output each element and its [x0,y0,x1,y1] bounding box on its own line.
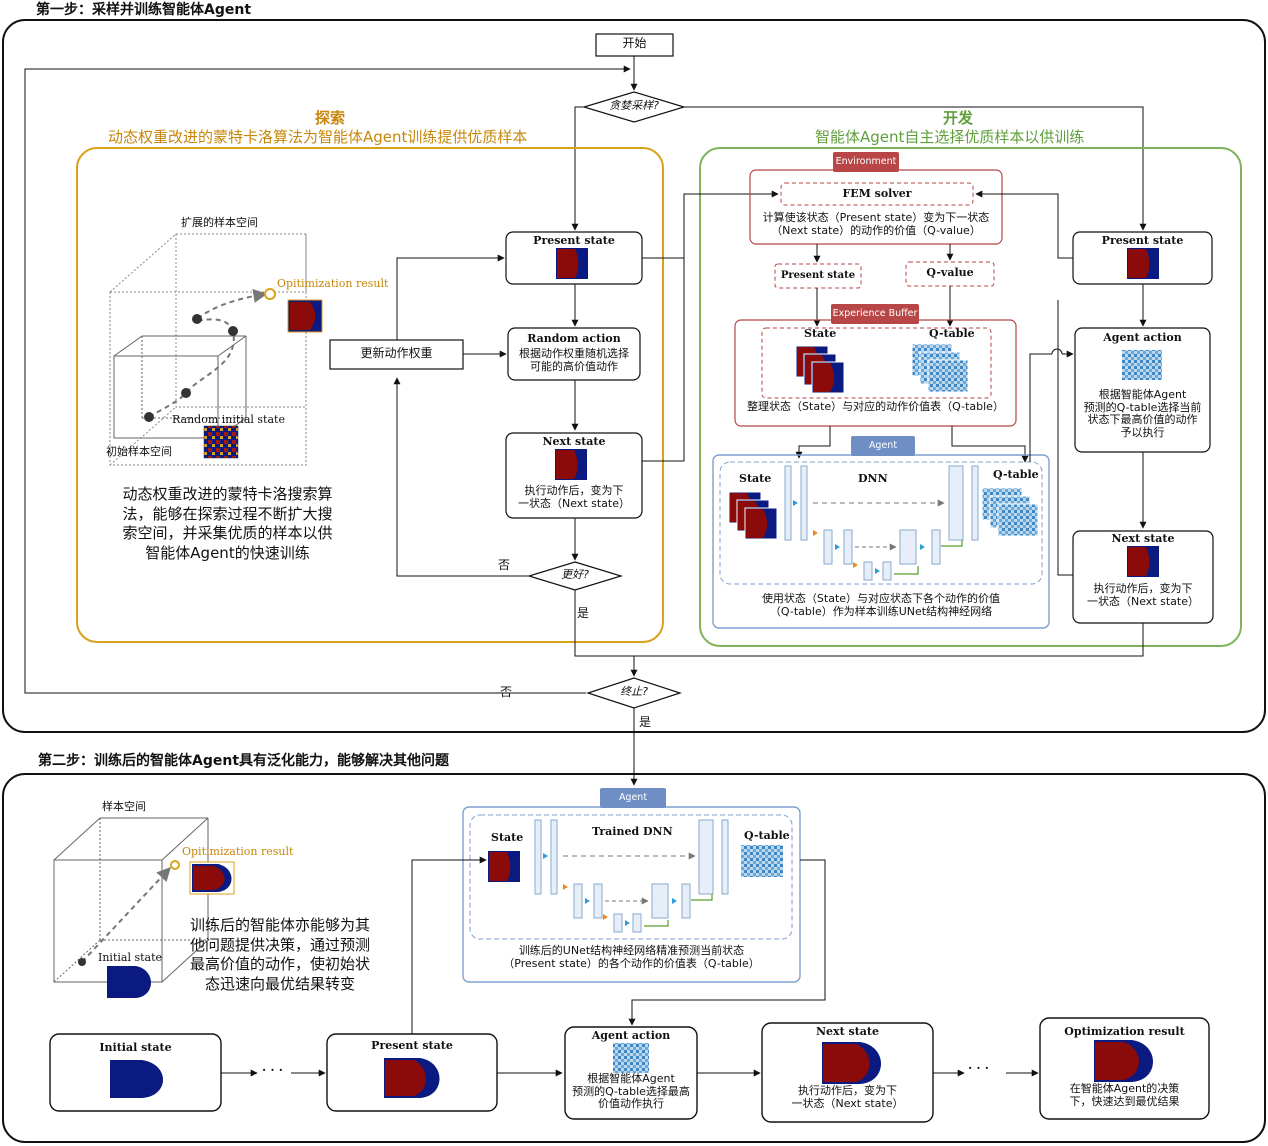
step2-frame [2,773,1266,1143]
initial-space-label: 初始样本空间 [106,445,172,458]
ellipsis-2: · · · [968,1061,989,1075]
step2-next-state-desc: 执行动作后，变为下 一状态（Next state） [791,1084,904,1110]
dnn-label: DNN [858,472,888,485]
buffer-q-table-label: Q-table [929,327,975,340]
path-point [144,412,154,422]
optimization-result-label: Optimization result [1064,1025,1185,1038]
step2-initial-label: Initial state [98,951,163,964]
agent-state-stack [728,491,778,540]
right-agent-action-label: Agent action [1103,331,1182,344]
explore-subtitle: 动态权重改进的蒙特卡洛算法为智能体Agent训练提供优质样本 [108,128,528,146]
agent-pill: Agent [851,436,915,456]
stop-yes-label: 是 [639,715,652,729]
step1-title: 第一步：采样并训练智能体Agent [36,2,252,18]
buffer-desc: 整理状态（State）与对应的动作价值表（Q-table） [747,400,1004,413]
q-table-stack [911,343,969,393]
dashed-present-state-label: Present state [780,270,856,281]
stop-no-label: 否 [500,685,513,699]
stop-label: 终止? [620,685,648,698]
step2-opt-label: Opitimization result [182,845,294,858]
step2-q-table-thumb [741,845,783,877]
step2-description: 训练后的智能体亦能够为其 他问题提供决策，通过预测 最高价值的动作，使初始状 态… [189,916,370,993]
path-point [228,326,238,336]
agent-q-table-label: Q-table [993,468,1039,481]
step2-dnn-desc: 训练后的UNet结构神经网络精准预测当前状态 （Present state）的各… [503,944,760,970]
random-action-label: Random action [527,332,621,345]
better-no-label: 否 [498,558,511,572]
better-label: 更好? [561,568,589,581]
fem-label: FEM solver [842,187,912,200]
step2-next-state-label: Next state [815,1025,879,1038]
state-stack [795,345,845,394]
random-initial-thumb [203,425,239,459]
path-point [181,388,191,398]
expanded-space-label: 扩展的样本空间 [181,216,258,229]
q-value-label: Q-value [926,266,974,279]
optimization-point [264,288,276,300]
exploit-subtitle: 智能体Agent自主选择优质样本以供训练 [815,128,1085,146]
present-state-dashed [774,263,862,289]
ellipsis-1: · · · [262,1063,283,1077]
initial-state-label: Initial state [99,1041,172,1054]
path-point [192,314,202,324]
step2-state-label: State [491,831,524,844]
sample-space-label: 样本空间 [102,800,146,813]
next-state-label: Next state [542,435,606,448]
next-state-desc: 执行动作后，变为下 一状态（Next state） [518,484,630,510]
step2-agent-pill: Agent [600,788,666,808]
agent-desc: 使用状态（State）与对应状态下各个动作的价值 （Q-table）作为样本训练… [761,592,1001,618]
explore-title: 探索 [314,109,345,127]
step2-agent-action-desc: 根据智能体Agent 预测的Q-table选择最高 价值动作执行 [572,1072,690,1111]
step2-initial-thumb [107,966,151,998]
step2-agent-action-label: Agent action [591,1029,671,1042]
start-label: 开始 [622,36,647,50]
buffer-state-label: State [804,327,837,340]
step2-present-state-label: Present state [371,1039,453,1052]
right-next-state-desc: 执行动作后，变为下 一状态（Next state） [1087,582,1199,608]
trained-unet-diagram [534,819,729,933]
fem-desc: 计算使该状态（Present state）变为下一状态 （Next state）… [762,211,990,237]
fem-solver-box [780,182,974,206]
agent-q-table-stack [981,487,1039,537]
explore-description: 动态权重改进的蒙特卡洛搜索算 法，能够在探索过程不断扩大搜 索空间，并采集优质的… [122,485,333,562]
random-initial-label: Random initial state [172,413,285,426]
present-state-label: Present state [533,234,615,247]
right-present-state-label: Present state [1101,234,1184,247]
better-yes-label: 是 [577,606,590,620]
opt-result-label: Opitimization result [277,277,389,290]
greedy-decision [581,91,687,123]
initial-space-cube [113,335,247,439]
random-action-box [507,327,641,381]
exploit-title: 开发 [942,109,973,127]
random-action-desc: 根据动作权重随机选择 可能的高价值动作 [519,347,629,373]
update-weights-label: 更新动作权重 [360,346,433,360]
environment-pill: Environment [833,152,899,172]
greedy-label: 贪婪采样? [609,99,659,112]
exploit-panel [699,147,1242,647]
agent-state-label: State [739,472,772,485]
experience-buffer-pill: Experience Buffer [831,304,919,324]
optimization-result-desc: 在智能体Agent的决策 下，快速达到最优结果 [1069,1082,1180,1108]
unet-diagram [784,465,979,581]
trained-dnn-label: Trained DNN [592,825,673,838]
step2-title: 第二步：训练后的智能体Agent具有泛化能力，能够解决其他问题 [38,753,450,769]
right-agent-action-desc: 根据智能体Agent 预测的Q-table选择当前 状态下最高价值的动作 予以执… [1083,388,1202,439]
step2-q-table-label: Q-table [744,829,790,842]
explore-panel [76,147,664,643]
right-next-state-label: Next state [1111,532,1175,545]
